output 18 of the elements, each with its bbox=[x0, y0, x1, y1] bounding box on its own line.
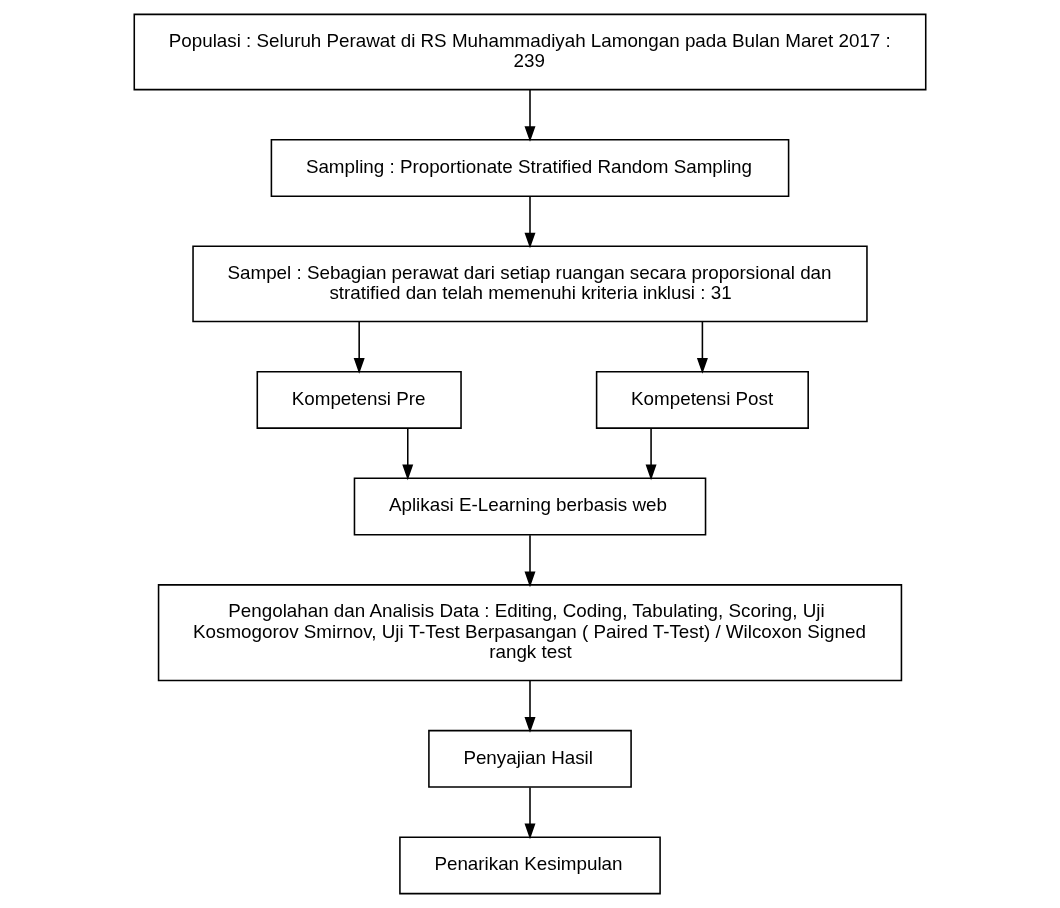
node-box: Aplikasi E-Learning berbasis web bbox=[353, 477, 707, 536]
arrow bbox=[524, 786, 536, 840]
arrow bbox=[524, 534, 536, 588]
node-box: Penyajian Hasil bbox=[428, 729, 632, 788]
arrow bbox=[402, 427, 414, 481]
node-box: Populasi : Seluruh Perawat di RS Muhammadiyah Lamongan pada Bulan Maret 2017 : 239 bbox=[133, 13, 927, 91]
arrow bbox=[524, 680, 536, 733]
node-box: Sampel : Sebagian perawat dari setiap ruangan secara proporsional dan stratified dan telah memenuhi kriteria inklusi : 31 bbox=[192, 245, 868, 323]
node-box: Sampling : Proportionate Stratified Random Sampling bbox=[270, 139, 790, 197]
node-box: Kompetensi Pre bbox=[256, 370, 462, 429]
arrow bbox=[524, 89, 536, 142]
arrow bbox=[524, 195, 536, 249]
node-box: Kompetensi Post bbox=[595, 370, 809, 429]
arrow bbox=[645, 427, 657, 481]
node-box: Pengolahan dan Analisis Data : Editing, Coding, Tabulating, Scoring, Uji Kosmogorov Smirnov, Uji T-Test Berpasangan ( Paired T-Test) / Wilcoxon Signed rangk test bbox=[157, 584, 903, 682]
arrow bbox=[353, 321, 365, 374]
arrow bbox=[696, 321, 708, 374]
node-box: Penarikan Kesimpulan bbox=[399, 836, 661, 895]
